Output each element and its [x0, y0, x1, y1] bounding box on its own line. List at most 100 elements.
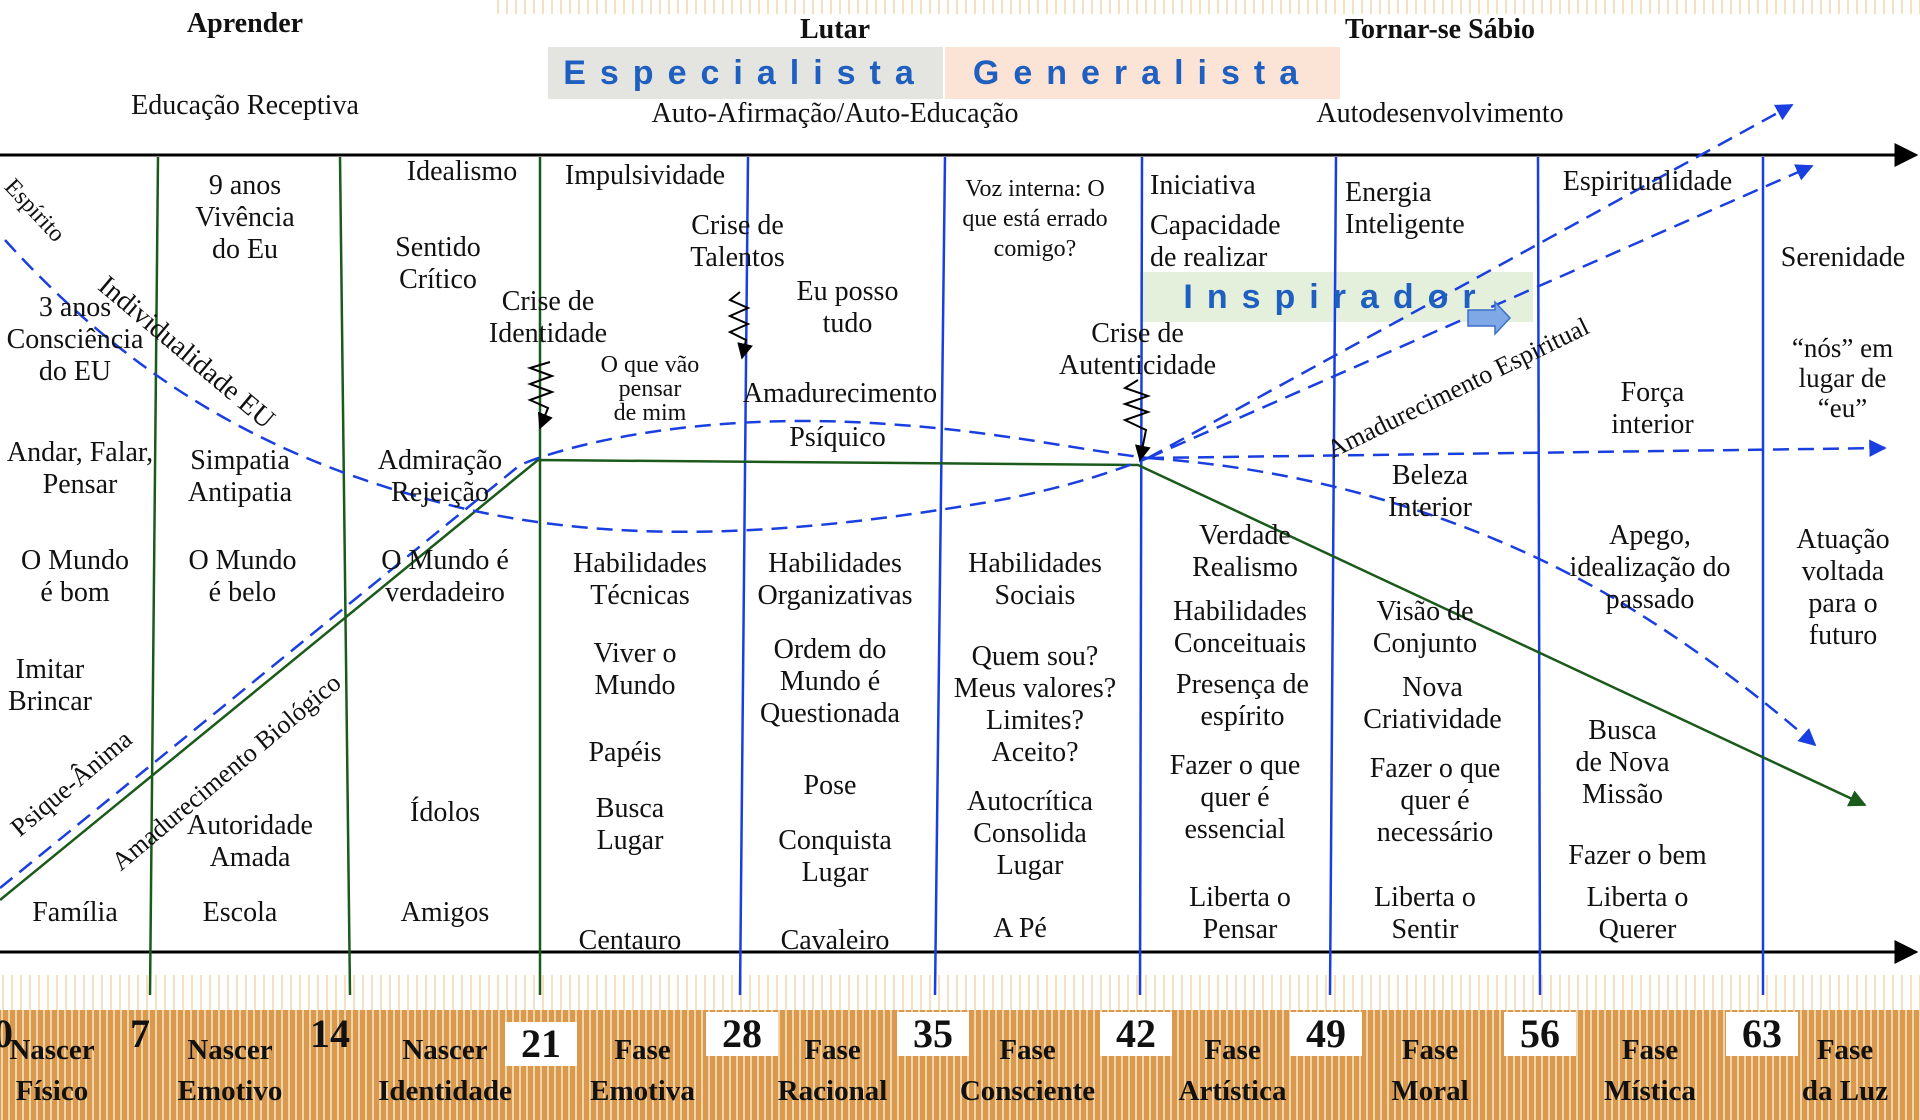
- phase-fase-mistica: Fase Mística: [1604, 1034, 1696, 1107]
- cell-fazer-essencial: Fazer o que quer é essencial: [1169, 750, 1301, 845]
- cell-papeis: Papéis: [588, 737, 662, 768]
- cell-autoridade-amada: Autoridade Amada: [187, 810, 313, 873]
- band-especialista: Especialista: [563, 53, 928, 92]
- phase-fase-moral: Fase Moral: [1391, 1034, 1469, 1107]
- age-28: 28: [706, 1012, 778, 1056]
- spiritual-dashed-2: [1147, 103, 1794, 460]
- cell-habilidades-organizativas: Habilidades Organizativas: [757, 548, 913, 611]
- phase-nascer-fisico: Nascer Físico: [9, 1034, 95, 1107]
- header-lutar: Lutar: [800, 14, 870, 45]
- zigzag-autenticidade: [1121, 379, 1152, 462]
- cell-mundo-verdadeiro: O Mundo é verdadeiro: [381, 545, 509, 608]
- cell-crise-identidade: Crise de Identidade: [488, 286, 608, 349]
- cell-vivencia-eu: 9 anos Vivência do Eu: [195, 170, 295, 265]
- cell-crise-talentos: Crise de Talentos: [690, 210, 785, 273]
- especialista-band-bg: [548, 47, 943, 99]
- cell-sentido-critico: Sentido Crítico: [395, 232, 481, 295]
- phase-fase-emotiva: Fase Emotiva: [590, 1034, 695, 1107]
- phase-fase-racional: Fase Racional: [777, 1034, 888, 1107]
- phase-fase-artistica: Fase Artística: [1178, 1034, 1287, 1107]
- subheader-educacao-receptiva: Educação Receptiva: [131, 90, 359, 121]
- age-56: 56: [1504, 1012, 1576, 1056]
- age-0: 0: [0, 1011, 13, 1056]
- cell-beleza-interior: Beleza Interior: [1388, 460, 1472, 523]
- generalista-band-bg: [945, 47, 1340, 99]
- cell-forca-interior: Força interior: [1611, 377, 1694, 440]
- divider-42: [1138, 156, 1144, 996]
- cell-habilidades-conceituais: Habilidades Conceituais: [1173, 596, 1307, 659]
- cell-espiritualidade: Espiritualidade: [1562, 166, 1733, 197]
- cell-amadurecimento: Amadurecimento: [742, 378, 938, 409]
- age-21: 21: [505, 1022, 577, 1066]
- phase-fase-da-luz: Fase da Luz: [1801, 1034, 1889, 1107]
- divider-28: [738, 156, 750, 996]
- band-inspirador: Inspirador: [1183, 277, 1490, 316]
- zigzag-talentos: [727, 291, 753, 360]
- cell-liberta-querer: Liberta o Querer: [1586, 882, 1689, 945]
- divider-56: [1536, 156, 1542, 996]
- cell-capacidade-realizar: Capacidade de realizar: [1150, 210, 1281, 273]
- cell-ordem-mundo: Ordem do Mundo é Questionada: [760, 634, 900, 729]
- individuality-curve: [4, 239, 1149, 534]
- phase-nascer-identidade: Nascer Identidade: [378, 1034, 512, 1107]
- cell-fazer-necessario: Fazer o que quer é necessário: [1369, 753, 1501, 848]
- header-aprender: Aprender: [186, 8, 304, 39]
- cell-escola: Escola: [202, 897, 278, 928]
- cell-energia-inteligente: Energia Inteligente: [1345, 177, 1465, 240]
- cell-crise-autenticidade: Crise de Autenticidade: [1058, 318, 1217, 381]
- header-tornar-se-sabio: Tornar-se Sábio: [1344, 14, 1536, 45]
- cell-presenca-espirito: Presença de espírito: [1176, 669, 1309, 732]
- horizontal-dashed: [1147, 439, 1887, 460]
- phase-fase-consciente: Fase Consciente: [959, 1034, 1096, 1107]
- age-14: 14: [310, 1011, 350, 1056]
- age-63: 63: [1726, 1012, 1798, 1056]
- cell-atuacao-futuro: Atuação voltada para o futuro: [1796, 524, 1890, 651]
- cell-nova-criatividade: Nova Criatividade: [1363, 672, 1502, 735]
- divider-14: [338, 156, 352, 996]
- cell-habilidades-sociais: Habilidades Sociais: [968, 548, 1102, 611]
- cell-mundo-belo: O Mundo é belo: [188, 545, 297, 608]
- cell-mundo-bom: O Mundo é bom: [20, 545, 130, 608]
- cell-pose: Pose: [803, 770, 857, 801]
- age-42: 42: [1100, 1012, 1172, 1056]
- cell-o-que-vao-pensar: O que vão pensar de mim: [600, 352, 700, 426]
- cell-viver-mundo: Viver o Mundo: [593, 638, 677, 701]
- subheader-auto-afirmacao: Auto-Afirmação/Auto-Educação: [651, 98, 1019, 129]
- cell-psiquico: Psíquico: [789, 422, 886, 453]
- age-35: 35: [897, 1012, 969, 1056]
- zigzag-identidade: [526, 361, 555, 430]
- phase-nascer-emotivo: Nascer Emotivo: [177, 1034, 283, 1107]
- cell-apego-passado: Apego, idealização do passado: [1569, 520, 1731, 615]
- cell-idolos: Ídolos: [410, 797, 480, 828]
- cell-impulsividade: Impulsividade: [564, 160, 726, 191]
- age-49: 49: [1290, 1012, 1362, 1056]
- cell-liberta-sentir: Liberta o Sentir: [1374, 882, 1476, 945]
- cell-verdade-realismo: Verdade Realismo: [1192, 520, 1298, 583]
- cell-busca-nova-missao: Busca de Nova Missão: [1575, 715, 1670, 810]
- cell-familia: Família: [32, 897, 118, 928]
- cell-eu-posso-tudo: Eu posso tudo: [796, 276, 899, 339]
- divider-7: [148, 156, 160, 996]
- cell-fazer-o-bem: Fazer o bem: [1568, 840, 1707, 871]
- band-generalista: Generalista: [972, 53, 1313, 92]
- subheader-autodesenvolvimento: Autodesenvolvimento: [1316, 98, 1564, 129]
- crisis-zigzags: [526, 291, 1152, 462]
- cell-a-pe: A Pé: [993, 913, 1047, 944]
- cell-serenidade: Serenidade: [1780, 242, 1906, 273]
- cell-imitar-brincar: Imitar Brincar: [8, 654, 92, 717]
- cell-conquista-lugar: Conquista Lugar: [778, 825, 892, 888]
- cell-quem-sou: Quem sou? Meus valores? Limites? Aceito?: [953, 641, 1117, 768]
- top-texture: [490, 0, 1920, 14]
- cell-visao-conjunto: Visão de Conjunto: [1372, 596, 1478, 659]
- green-development-line: [0, 458, 1867, 901]
- cell-admiracao-rejeicao: Admiração Rejeição: [377, 445, 503, 508]
- cell-simpatia-antipatia: Simpatia Antipatia: [187, 445, 293, 508]
- cell-iniciativa: Iniciativa: [1150, 170, 1256, 201]
- cell-andar-falar: Andar, Falar, Pensar: [6, 437, 154, 500]
- cell-cavaleiro: Cavaleiro: [780, 925, 890, 956]
- divider-49: [1328, 156, 1338, 996]
- cell-amigos: Amigos: [400, 897, 490, 928]
- cell-centauro: Centauro: [578, 925, 682, 956]
